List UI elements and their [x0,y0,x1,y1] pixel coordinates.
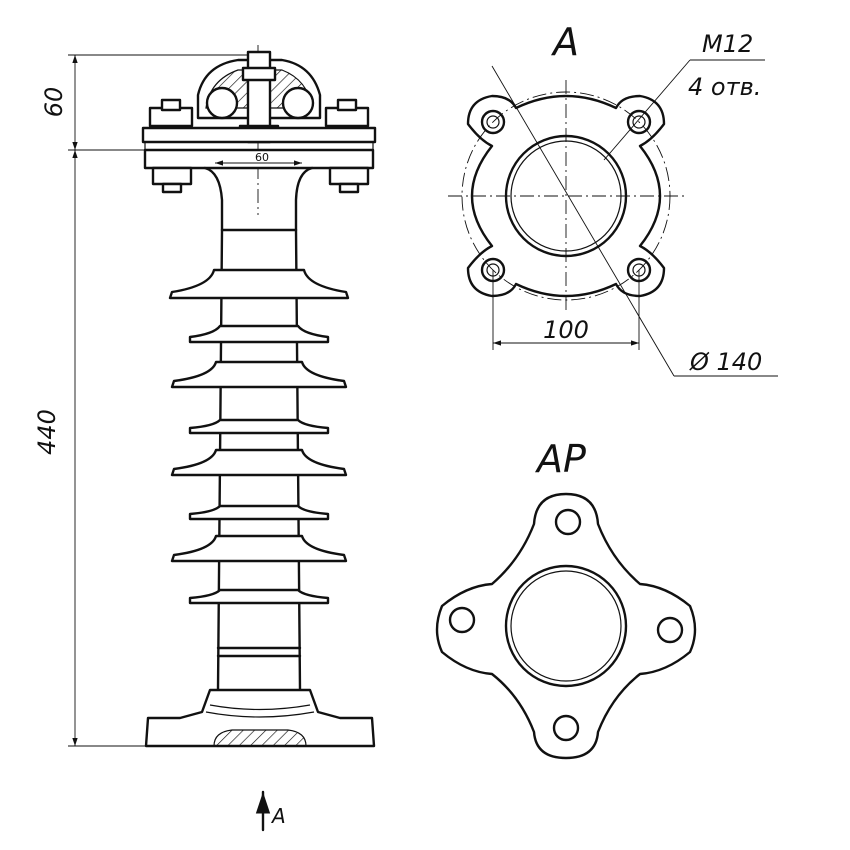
shed-large-1 [168,268,350,300]
view-ap-bore-inner [510,570,622,682]
shed-small-3 [188,504,330,521]
view-a-bore-inner [510,140,622,252]
holes-count-label: 4 отв. [688,73,761,101]
dimension-60-top: 60 [40,54,258,151]
view-arrow-a: A [255,790,286,832]
insulator-base [144,688,376,748]
diameter-leader: Ø 140 [491,65,778,377]
view-a: A M12 4 отв. Ø 140 [448,20,778,377]
shed-small-2 [188,418,330,435]
view-a-title: A [550,20,579,64]
inner-dimension-60: 60 [255,151,269,164]
thread-leader: M12 4 отв. [603,30,765,161]
view-ap-flange-outline [435,492,697,760]
dimension-label-60: 60 [40,87,68,118]
diameter-label: Ø 140 [689,348,762,376]
spacing-label: 100 [543,316,589,344]
view-arrow-label: A [270,804,286,828]
view-a-bore-outer [504,134,628,258]
shed-large-2 [170,360,348,389]
insulator-side-view: 60 440 [33,45,377,832]
top-clamp [196,50,322,144]
shed-small-4 [188,588,330,605]
dimension-label-440: 440 [33,409,61,455]
view-ap-title: AP [534,437,586,481]
insulator-sheds [168,268,350,605]
shed-large-3 [170,448,348,477]
top-flange: 60 [141,98,377,194]
view-a-flange-outline [466,94,666,298]
thread-label: M12 [702,30,753,58]
view-ap: AP [435,437,697,760]
view-ap-bore-outer [504,564,628,688]
shed-small-1 [188,324,330,344]
dimension-440: 440 [33,150,150,747]
shed-large-4 [170,534,348,563]
dimension-100: 100 [492,270,640,350]
view-ap-bolt-holes [448,508,684,742]
insulator-neck [203,166,314,232]
